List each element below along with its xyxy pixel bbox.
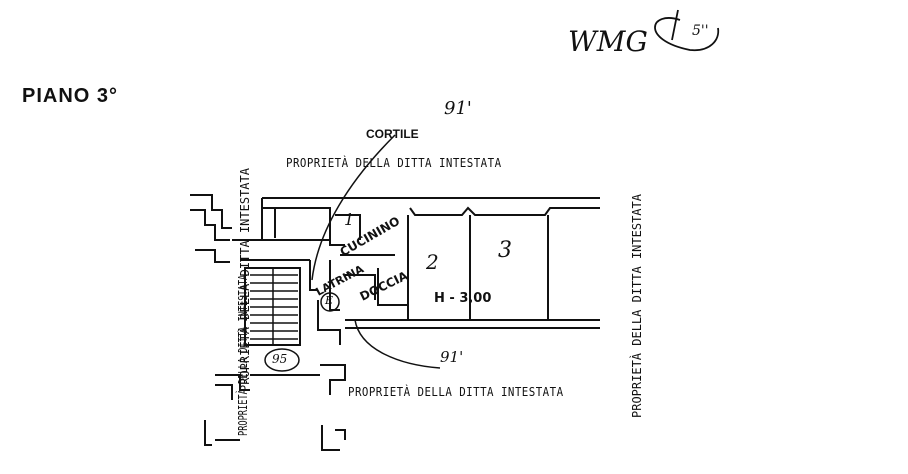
room-number-3: 3 bbox=[498, 238, 512, 263]
hand-drawn-outline bbox=[311, 134, 441, 369]
room-number-2: 2 bbox=[426, 250, 439, 274]
sheet-number-top: 91' bbox=[444, 98, 472, 119]
property-label-right: PROPRIETÀ DELLA DITTA INTESTATA bbox=[630, 194, 644, 418]
property-label-top: PROPRIETÀ DELLA DITTA INTESTATA bbox=[286, 156, 502, 170]
room-number-1: 1 bbox=[344, 210, 355, 229]
handwritten-circled-note: 5'' bbox=[692, 23, 709, 39]
circled-annotation-mark bbox=[654, 9, 720, 52]
courtyard-label: CORTILE bbox=[366, 127, 419, 141]
entrance-marker-circle bbox=[320, 292, 340, 312]
staircase bbox=[250, 268, 298, 345]
stair-number: 95 bbox=[272, 352, 288, 366]
sheet-number-bottom: 91' bbox=[440, 348, 464, 366]
stair-number-circle bbox=[264, 348, 300, 372]
handwritten-note: WMG bbox=[568, 25, 648, 58]
property-label-bottom: PROPRIETÀ DELLA DITTA INTESTATA bbox=[348, 385, 564, 399]
height-label: H - 3,00 bbox=[434, 291, 492, 306]
entrance-marker: E bbox=[325, 294, 334, 307]
property-label-left-outer: PROPRIETÀ DELLA DITTA INTESTATA bbox=[236, 274, 250, 436]
floor-label: PIANO 3° bbox=[22, 85, 119, 107]
